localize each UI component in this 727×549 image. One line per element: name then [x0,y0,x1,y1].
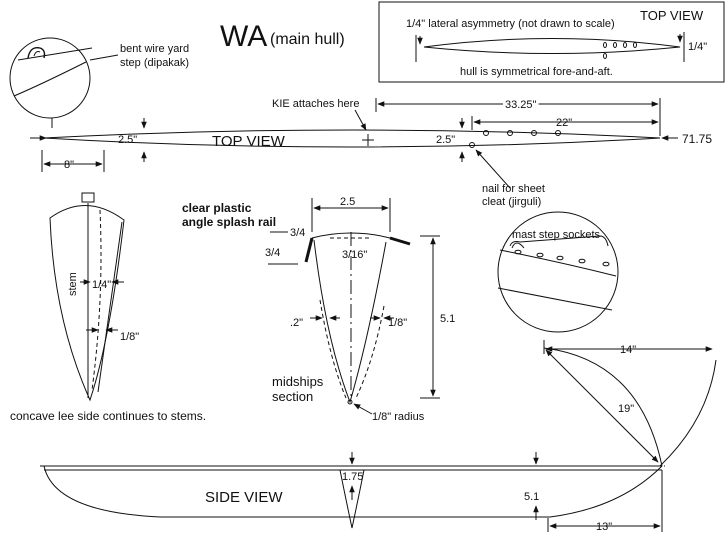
top-view-hull: TOP VIEW KIE attaches here 2.5" 2.5" 33.… [30,98,712,208]
end-view: stem 1/4" 1/8" concave lee side continue… [10,192,206,423]
top-width-left: 2.5" [118,134,137,146]
top-width-right: 2.5" [436,134,455,146]
mid-dim-18: 1/8" [388,317,407,329]
inset-top-view: TOP VIEW 1/4" lateral asymmetry (not dra… [378,1,725,83]
rail-label-2: angle splash rail [182,215,276,229]
kie-label: KIE attaches here [272,98,359,110]
side-view: 1.75 SIDE VIEW 5.1 13" 14" 19" [40,340,717,533]
yard-step-detail: bent wire yard step (dipakak) [9,37,189,128]
nail-label-2: cleat (jirguli) [482,196,541,208]
side-dim-end: 5.1 [524,491,539,503]
inset-note: hull is symmetrical fore-and-aft. [460,66,613,78]
side-dim-bottom: 13" [596,521,612,533]
inset-asymmetry-right: 1/4" [688,41,707,53]
mid-radius: 1/8" radius [372,411,425,423]
mid-dim-34b: 3/4 [265,247,280,259]
mid-dim-34a: 3/4 [290,227,305,239]
inset-heading: TOP VIEW [640,8,704,23]
side-view-label: SIDE VIEW [205,489,283,506]
title-main: WA [220,20,267,53]
side-dim-top: 14" [620,344,636,356]
yard-step-label-2: step (dipakak) [120,57,189,69]
inset-asymmetry-label: 1/4" lateral asymmetry (not drawn to sca… [406,18,615,30]
title-sub: (main hull) [270,31,345,48]
side-dim-mid: 1.75 [342,471,363,483]
midships-section: clear plastic angle splash rail 2.5 3/4 … [182,196,455,423]
inset-sockets [603,42,637,59]
end-caption: concave lee side continues to stems. [10,409,206,423]
yard-step-label-1: bent wire yard [120,43,189,55]
mid-caption-2: section [272,389,313,404]
dim-33-25: 33.25" [505,99,537,111]
dim-8: 8" [64,159,74,171]
rail-label-1: clear plastic [182,201,252,215]
mid-caption-1: midships [272,374,324,389]
mast-step-detail: mast step sockets [497,211,619,333]
end-dim-a: 1/4" [92,279,111,291]
nail-label-1: nail for sheet [482,183,545,195]
dim-22: 22" [556,117,572,129]
top-view-label: TOP VIEW [212,133,286,150]
dim-71-75: 71.75 [682,132,712,146]
mid-dim-2: .2" [290,317,303,329]
side-dim-curve: 19" [618,403,634,415]
stem-label: stem [67,272,79,296]
mid-dim-top: 2.5 [340,196,355,208]
end-dim-b: 1/8" [120,331,139,343]
mid-dim-height: 5.1 [440,313,455,325]
mid-dim-316: 3/16" [342,249,367,261]
